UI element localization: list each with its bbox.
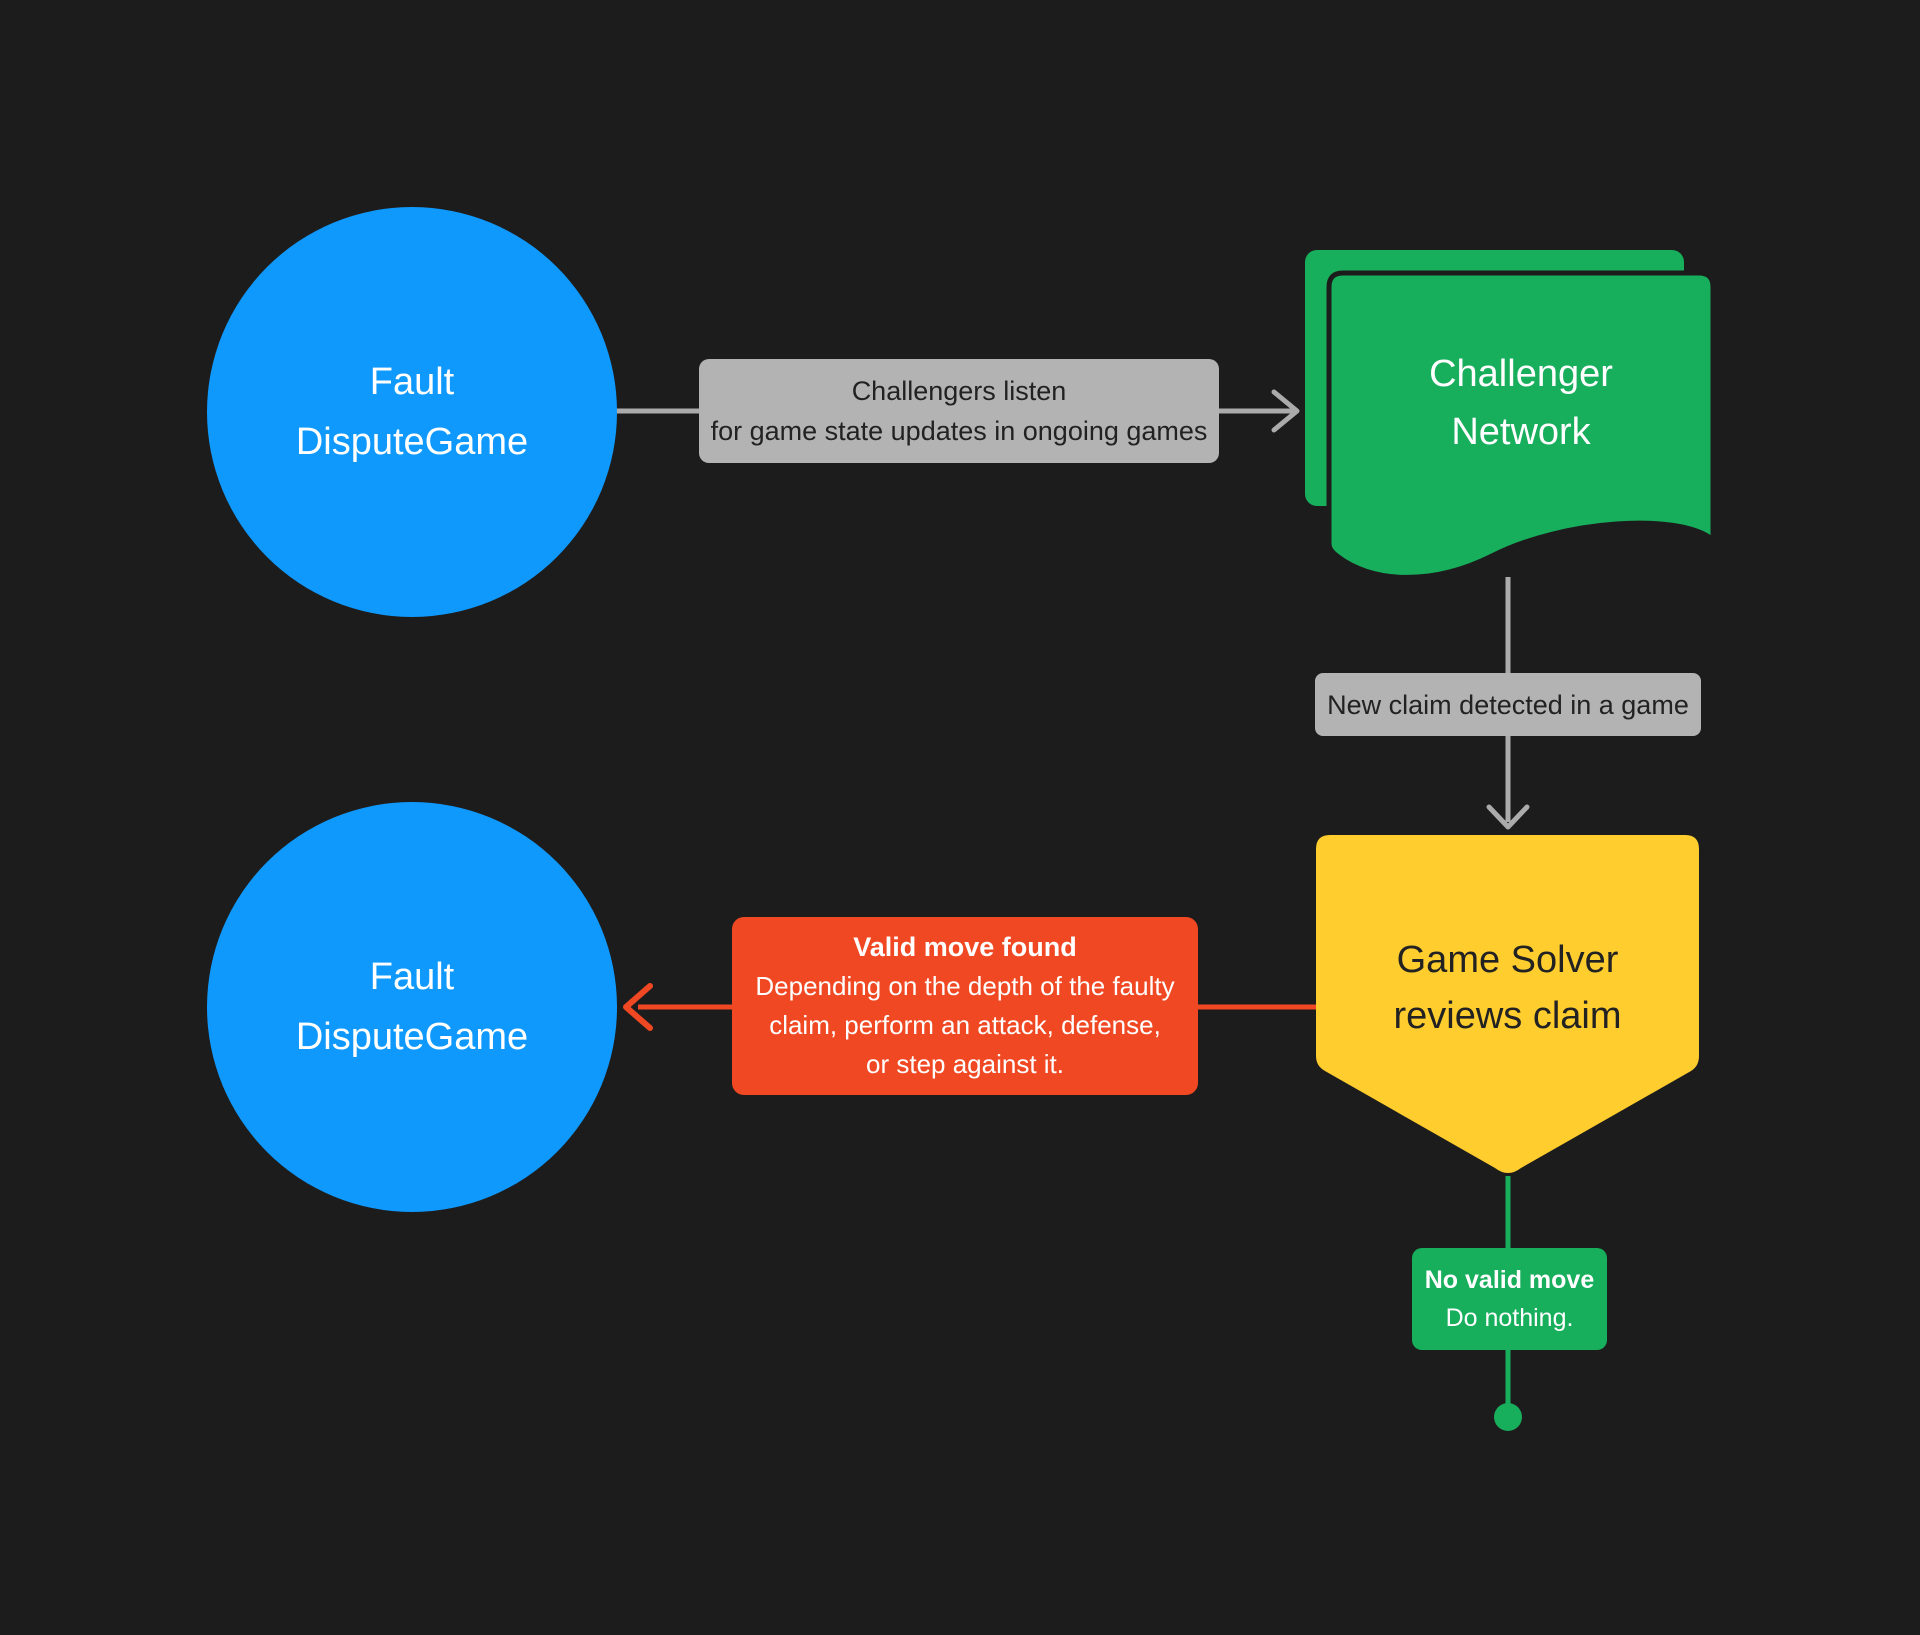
node-label-line: DisputeGame bbox=[295, 1016, 529, 1058]
edge-label-no-valid-move: No valid move Do nothing. bbox=[1412, 1248, 1607, 1350]
edge-label-new-claim: New claim detected in a game bbox=[1315, 673, 1701, 736]
node-label-line: reviews claim bbox=[1393, 995, 1622, 1037]
edge-label-line: for game state updates in ongoing games bbox=[710, 416, 1208, 446]
node-label-line: Game Solver bbox=[1396, 939, 1619, 981]
fault-dispute-game-top-node: Fault DisputeGame bbox=[207, 206, 617, 618]
challenger-network-node: Challenger Network bbox=[1329, 275, 1713, 531]
edge-label-line: Challengers listen bbox=[851, 376, 1067, 406]
arrowhead-left-icon bbox=[623, 983, 653, 1031]
fault-dispute-game-bottom-shape bbox=[207, 802, 617, 1212]
node-label-line: DisputeGame bbox=[295, 421, 529, 463]
edge-label-line: Depending on the depth of the faulty bbox=[755, 971, 1175, 1001]
edge-label-title: No valid move bbox=[1424, 1266, 1595, 1294]
node-label-line: Fault bbox=[369, 956, 455, 998]
arrowhead-down-icon bbox=[1486, 804, 1530, 830]
game-solver-node-shape bbox=[1316, 835, 1699, 1173]
edge-label-title: Valid move found bbox=[853, 932, 1077, 962]
arrowhead-right-icon bbox=[1271, 389, 1300, 433]
flow-end-dot bbox=[1494, 1403, 1522, 1431]
fault-dispute-game-top-shape bbox=[207, 207, 617, 617]
edge-label-challengers-listen: Challengers listen for game state update… bbox=[699, 359, 1219, 463]
edge-label-valid-move: Valid move found Depending on the depth … bbox=[732, 917, 1198, 1095]
node-label-line: Fault bbox=[369, 361, 455, 403]
edge-label-line: or step against it. bbox=[866, 1049, 1064, 1079]
game-solver-node: Game Solver reviews claim bbox=[1316, 835, 1699, 1141]
node-label-line: Network bbox=[1451, 411, 1591, 453]
node-label-line: Challenger bbox=[1429, 353, 1613, 395]
challenger-network-front-sheet bbox=[1326, 270, 1716, 580]
edge-label-line: New claim detected in a game bbox=[1327, 689, 1689, 720]
edge-label-line: claim, perform an attack, defense, bbox=[769, 1010, 1161, 1040]
edge-label-line: Do nothing. bbox=[1445, 1304, 1574, 1332]
fault-dispute-game-bottom-node: Fault DisputeGame bbox=[207, 801, 617, 1213]
